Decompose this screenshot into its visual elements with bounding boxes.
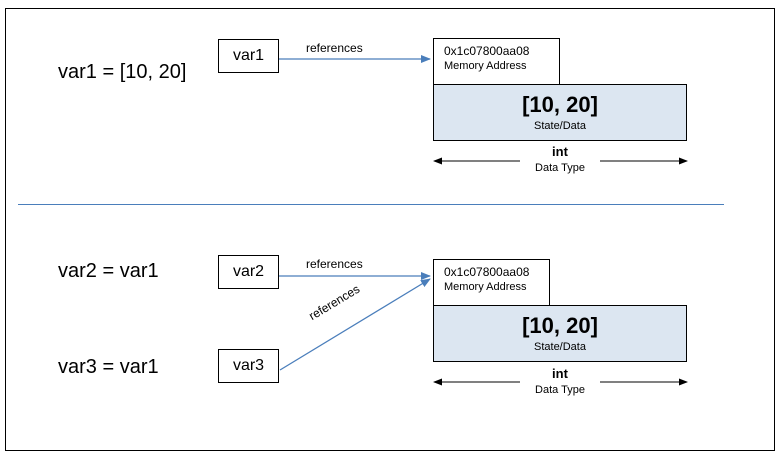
state-data-label: State/Data [534,341,586,353]
section-divider [18,204,724,205]
code-var3-assignment: var3 = var1 [58,356,159,378]
memory-address-label: Memory Address [444,281,527,293]
data-type-value: int [552,366,568,381]
memory-address-value: 0x1c07800aa08 [444,44,530,58]
state-data-value: [10, 20] [522,92,598,117]
data-type-value: int [552,144,568,159]
var2-box: var2 [218,255,279,289]
diagram-frame [5,8,775,451]
arrow-var3-to-memory [279,278,431,371]
var3-box: var3 [218,349,279,383]
references-label-var2: references [306,257,363,271]
var1-label: var1 [232,47,265,64]
data-type-bottom: int Data Type [500,367,620,399]
state-data-label: State/Data [534,120,586,132]
code-var1-assignment: var1 = [10, 20] [58,61,187,83]
memory-address-value: 0x1c07800aa08 [444,265,530,279]
state-data-value: [10, 20] [522,313,598,338]
state-data-box-bottom: [10, 20] State/Data [433,305,687,362]
memory-address-box-bottom: 0x1c07800aa08 Memory Address [433,259,550,306]
references-label-var1: references [306,41,363,55]
memory-address-box-top: 0x1c07800aa08 Memory Address [433,38,560,85]
var1-box: var1 [218,39,279,73]
data-type-label: Data Type [535,162,585,174]
memory-address-label: Memory Address [444,60,527,72]
data-type-label: Data Type [535,384,585,396]
state-data-box-top: [10, 20] State/Data [433,84,687,141]
var2-label: var2 [232,263,265,280]
var3-label: var3 [232,357,265,374]
data-type-top: int Data Type [500,145,620,177]
code-var2-assignment: var2 = var1 [58,260,159,282]
